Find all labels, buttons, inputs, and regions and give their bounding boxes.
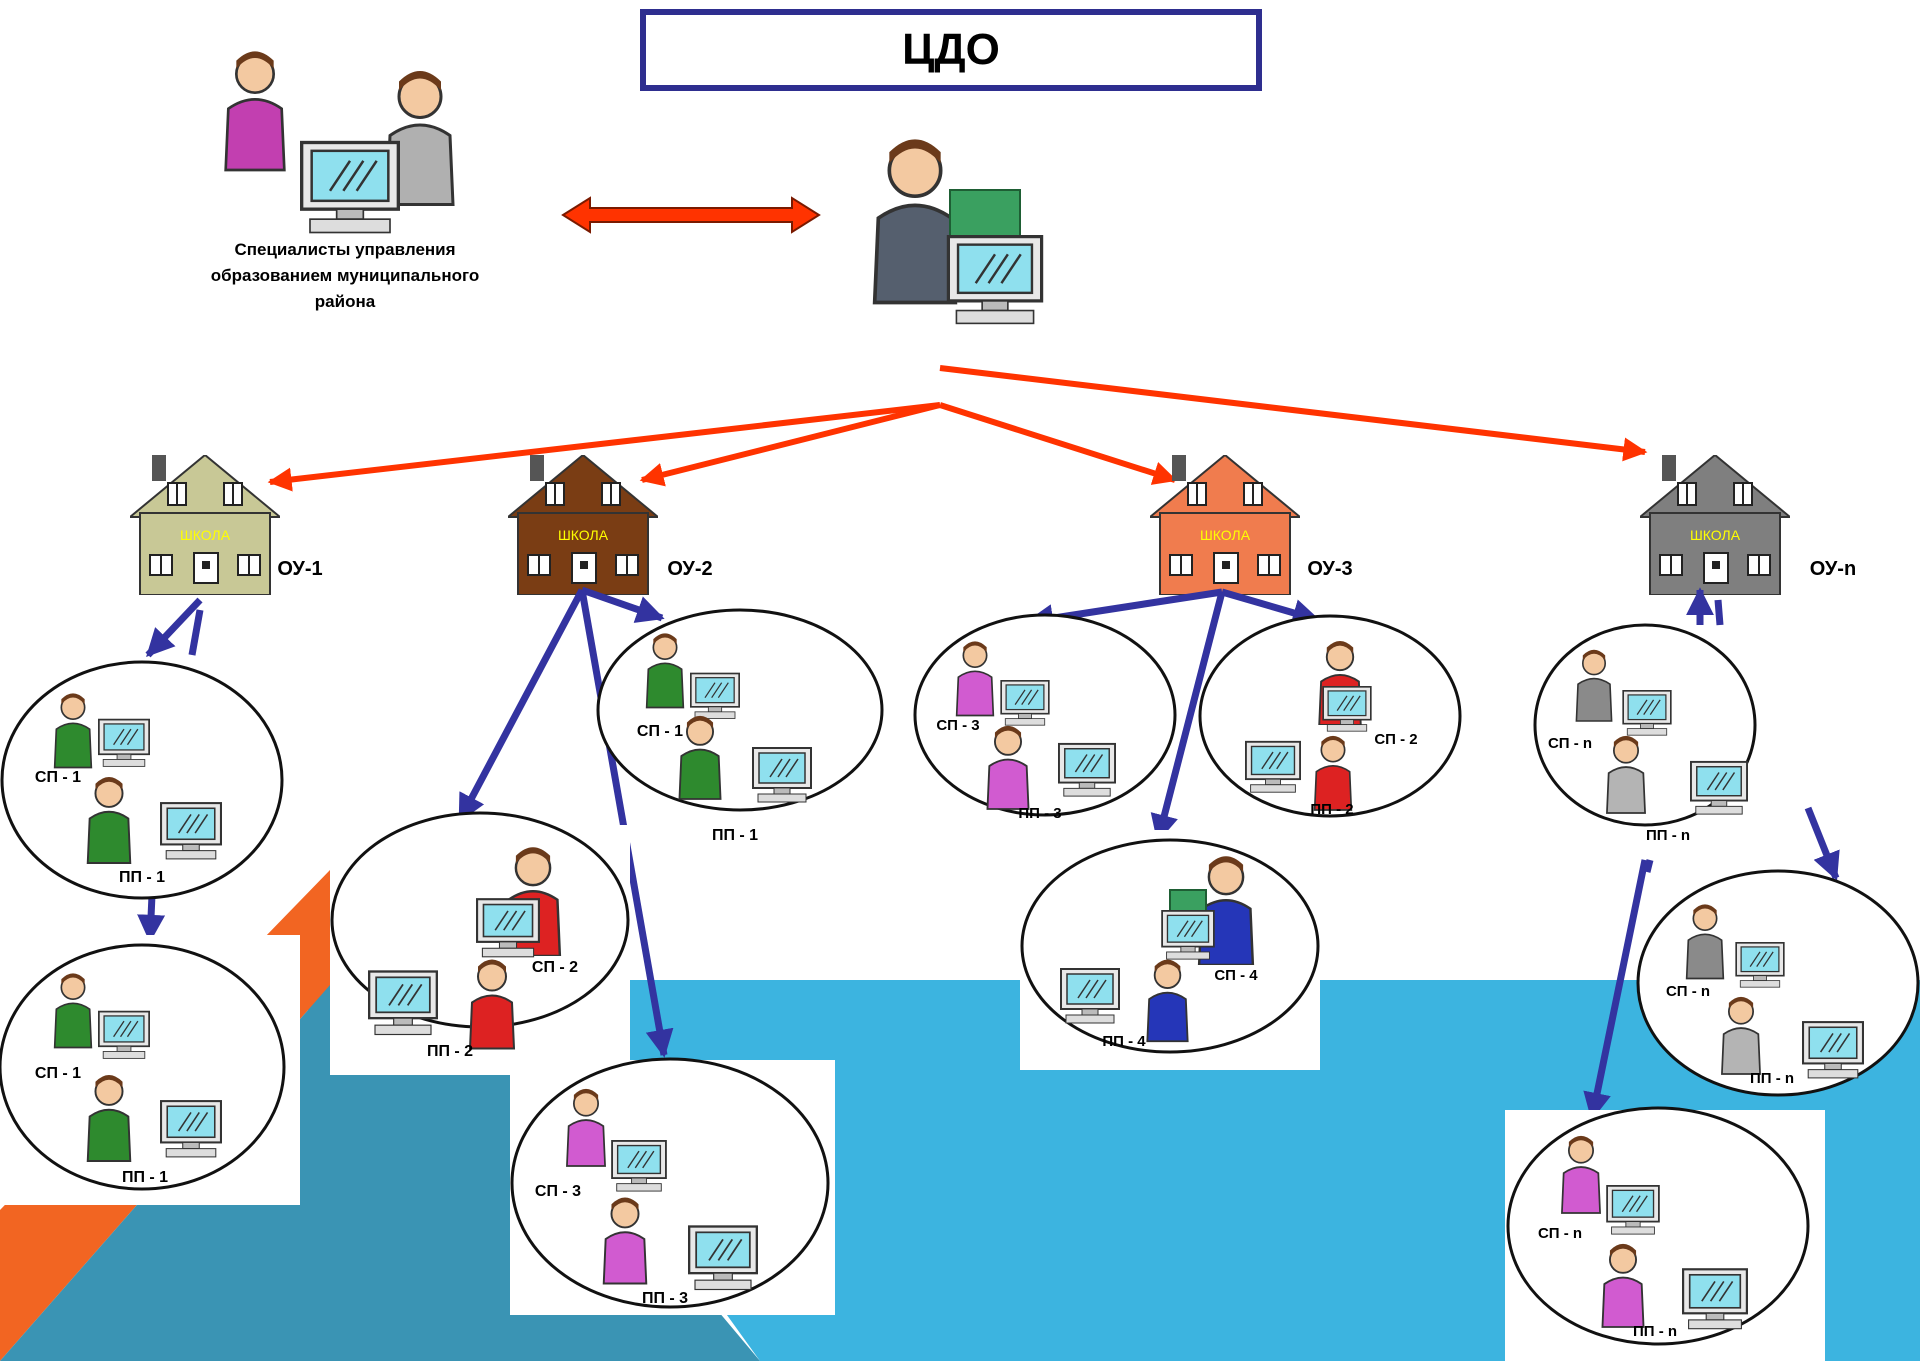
- group-pp-label: ПП - n: [1646, 827, 1690, 844]
- group-card: СП - 2 ПП - 2: [1198, 614, 1462, 818]
- group-sp-label: СП - 3: [936, 717, 979, 734]
- group-sp-label: СП - 2: [532, 959, 578, 976]
- group-card: СП - n ПП - n: [1506, 1106, 1810, 1346]
- specialists-caption-line-3: района: [315, 292, 376, 311]
- group-sp-label: СП - n: [1538, 1225, 1582, 1242]
- school-sign: ШКОЛА: [558, 527, 609, 543]
- school-sign: ШКОЛА: [1690, 527, 1741, 543]
- school-ou-n: ШКОЛА ОУ-n: [1640, 455, 1856, 595]
- group-pp-label: ПП - 3: [1018, 805, 1061, 822]
- specialists-caption-line-2: образованием муниципального: [211, 266, 480, 285]
- red-arrows: [267, 365, 1648, 492]
- group-card: СП - 1 ПП - 1: [0, 943, 286, 1191]
- group-card: СП - 4 ПП - 4: [1020, 838, 1320, 1054]
- group-card: СП - 1 ПП - 1: [596, 608, 884, 844]
- title-box: [640, 9, 1262, 91]
- group-card: СП - 3 ПП - 3: [510, 1057, 830, 1309]
- group-pp-label: ПП - 4: [1102, 1033, 1146, 1050]
- group-pp-label: ПП - 1: [712, 827, 758, 844]
- group-pp-label: ПП - 1: [119, 869, 165, 886]
- school-label: ОУ-1: [277, 558, 322, 580]
- group-sp-label: СП - 2: [1374, 731, 1417, 748]
- double-arrow: [561, 196, 821, 234]
- group-card: СП - n ПП - n: [1533, 623, 1757, 844]
- school-sign: ШКОЛА: [180, 527, 231, 543]
- group-card: СП - 2 ПП - 2: [330, 811, 630, 1060]
- school-ou-3: ШКОЛА ОУ-3: [1150, 455, 1353, 595]
- group-pp-label: ПП - 1: [122, 1169, 168, 1186]
- school-label: ОУ-3: [1307, 558, 1352, 580]
- group-sp-label: СП - n: [1666, 983, 1710, 1000]
- school-ou-1: ШКОЛА ОУ-1: [130, 455, 323, 595]
- group-pp-label: ПП - 3: [642, 1290, 688, 1307]
- group-card: СП - n ПП - n: [1636, 869, 1920, 1097]
- school-label: ОУ-n: [1810, 558, 1856, 580]
- group-card: СП - 1 ПП - 1: [0, 660, 284, 900]
- group-sp-label: СП - 4: [1214, 967, 1258, 984]
- cdo-teacher-illustration: [875, 139, 1044, 325]
- group-pp-label: ПП - n: [1633, 1323, 1677, 1340]
- group-sp-label: СП - 1: [35, 769, 81, 786]
- school-ou-2: ШКОЛА ОУ-2: [508, 455, 713, 595]
- group-sp-label: СП - n: [1548, 735, 1592, 752]
- group-sp-label: СП - 1: [637, 723, 683, 740]
- group-pp-label: ПП - n: [1750, 1070, 1794, 1087]
- group-pp-label: ПП - 2: [427, 1043, 473, 1060]
- specialists-illustration: [223, 49, 455, 235]
- specialists-caption-line-1: Специалисты управления: [234, 240, 455, 259]
- school-label: ОУ-2: [667, 558, 712, 580]
- group-pp-label: ПП - 2: [1310, 801, 1353, 818]
- group-card: СП - 3 ПП - 3: [913, 613, 1177, 822]
- group-sp-label: СП - 1: [35, 1065, 81, 1082]
- school-sign: ШКОЛА: [1200, 527, 1251, 543]
- page-title: ЦДО: [902, 25, 1000, 74]
- group-sp-label: СП - 3: [535, 1183, 581, 1200]
